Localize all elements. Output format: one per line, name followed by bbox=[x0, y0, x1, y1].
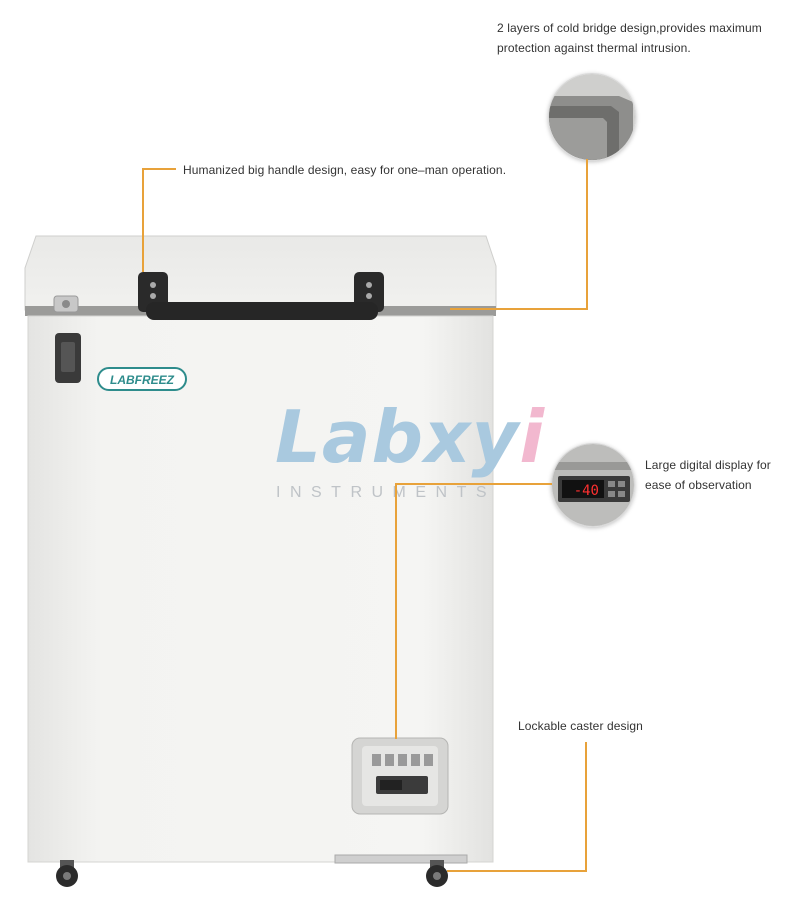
callout-cold-bridge: 2 layers of cold bridge design,provides … bbox=[497, 18, 762, 58]
callout-display-line2: ease of observation bbox=[645, 478, 752, 492]
lid-handle[interactable] bbox=[138, 272, 384, 320]
door-lock[interactable] bbox=[55, 333, 81, 383]
control-panel bbox=[351, 737, 449, 815]
caster-right[interactable] bbox=[426, 860, 448, 887]
display-readout: -40 bbox=[574, 483, 599, 499]
watermark-sub: INSTRUMENTS bbox=[276, 484, 497, 501]
digital-display-zoom-circle: -40 bbox=[551, 443, 635, 527]
callout-caster: Lockable caster design bbox=[518, 719, 643, 733]
base-rail bbox=[334, 854, 468, 864]
callout-display-line1: Large digital display for bbox=[645, 458, 771, 472]
svg-text:LABFREEZ: LABFREEZ bbox=[110, 373, 175, 387]
watermark-accent: i bbox=[519, 395, 546, 479]
watermark-logo: Labxyi bbox=[275, 395, 545, 479]
cold-bridge-zoom-circle bbox=[548, 73, 636, 161]
callout-handle: Humanized big handle design, easy for on… bbox=[183, 163, 507, 177]
watermark-main: Labxy bbox=[275, 395, 520, 479]
caster-left[interactable] bbox=[56, 860, 78, 887]
callout-cold-bridge-line2: protection against thermal intrusion. bbox=[497, 41, 691, 55]
callout-display: Large digital display for ease of observ… bbox=[645, 455, 771, 495]
callout-cold-bridge-line1: 2 layers of cold bridge design,provides … bbox=[497, 21, 762, 35]
lid-hinge bbox=[53, 295, 79, 313]
labfreez-logo: LABFREEZ bbox=[97, 367, 187, 391]
